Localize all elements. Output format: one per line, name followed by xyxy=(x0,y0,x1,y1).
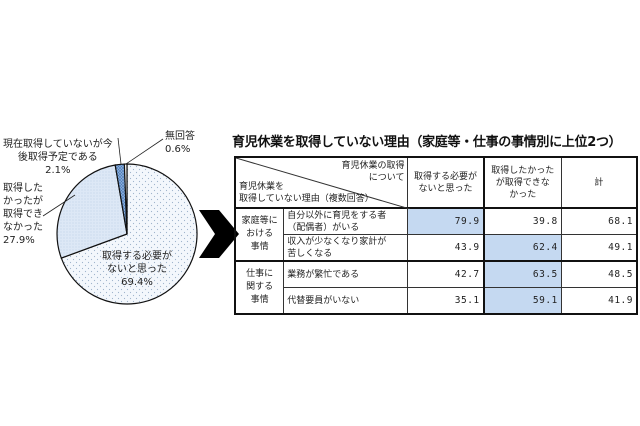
label-plan: 現在取得していないが今 後取得予定である 2.1% xyxy=(3,139,113,176)
right-arrow-icon xyxy=(199,210,239,258)
value-cell: 79.9 xyxy=(407,207,485,235)
value-cell: 48.5 xyxy=(560,260,638,288)
table-row: 仕事に 関する 事情 業務が繁忙である 42.7 63.5 48.5 xyxy=(234,260,638,315)
column-header-wanted: 取得したかった が取得できな かった xyxy=(482,156,562,209)
label-wanted: 取得した かったが 取得でき なかった 27.9% xyxy=(3,183,43,246)
column-header-total: 計 xyxy=(560,156,638,209)
category-family: 家庭等に おける 事情 xyxy=(234,207,285,262)
value-cell: 49.1 xyxy=(560,234,638,262)
reason-cell: 自分以外に育児をする者 （配偶者）がいる xyxy=(283,207,409,235)
value-cell: 63.5 xyxy=(482,260,562,288)
value-cell: 39.8 xyxy=(482,207,562,235)
pie-slice-no-answer xyxy=(123,163,128,235)
reason-cell: 業務が繁忙である xyxy=(283,260,409,288)
table-row: 代替要員がいない 35.1 59.1 41.9 xyxy=(235,287,638,315)
value-cell: 42.7 xyxy=(407,260,485,288)
value-cell: 68.1 xyxy=(560,207,638,235)
value-cell: 35.1 xyxy=(407,287,485,315)
category-work: 仕事に 関する 事情 xyxy=(234,260,285,315)
value-cell: 41.9 xyxy=(560,287,638,315)
table-row: 家庭等に おける 事情 自分以外に育児をする者 （配偶者）がいる 79.9 39… xyxy=(234,207,638,262)
corner-header: 育児休業の取得 について 育児休業を 取得していない理由（複数回答） xyxy=(234,156,410,209)
pie-slice-wanted xyxy=(56,164,128,259)
reason-cell: 代替要員がいない xyxy=(283,287,409,315)
label-no-answer: 無回答 0.6% xyxy=(165,131,195,155)
pie-slice-not-needed xyxy=(60,163,198,305)
value-cell: 59.1 xyxy=(482,287,562,315)
value-cell: 62.4 xyxy=(482,234,562,262)
pie-chart: 無回答 0.6% 現在取得していないが今 後取得予定である 2.1% 取得した … xyxy=(0,120,225,320)
table-title: 育児休業を取得していない理由（家庭等・仕事の事情別に上位2つ） xyxy=(232,135,622,150)
pie-graphic xyxy=(42,137,198,305)
reasons-table: 育児休業の取得 について 育児休業を 取得していない理由（複数回答） 取得する必… xyxy=(234,156,638,315)
reason-cell: 収入が少なくなり家計が 苦しくなる xyxy=(283,234,409,262)
value-cell: 43.9 xyxy=(407,234,485,262)
table-row: 収入が少なくなり家計が 苦しくなる 43.9 62.4 49.1 xyxy=(235,234,638,262)
column-header-not-needed: 取得する必要が ないと思った xyxy=(407,156,485,209)
diagonal-line xyxy=(236,158,410,209)
label-not-needed: 取得する必要が ないと思った 69.4% xyxy=(102,251,172,288)
